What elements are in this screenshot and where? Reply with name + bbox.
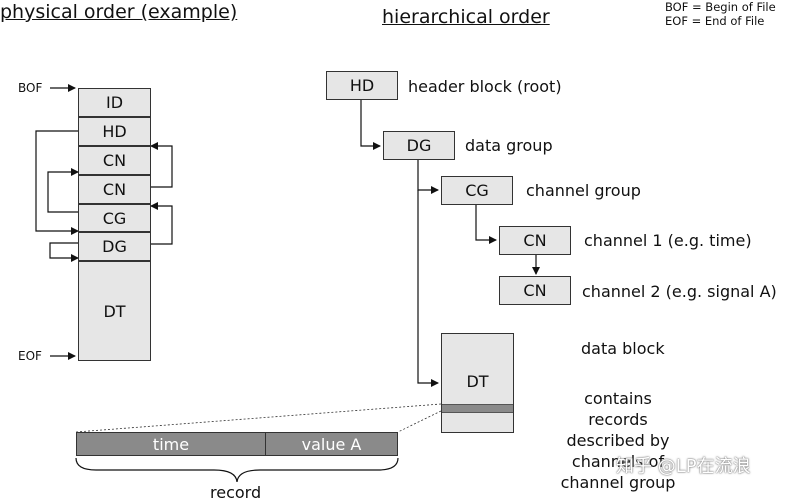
hierarchy-dg-box: DG (383, 131, 455, 160)
link-cn-to-cn (150, 142, 173, 188)
link-cg-to-cn (47, 168, 79, 213)
physical-order-heading: physical order (example) (0, 1, 238, 23)
link-dg-to-cg (49, 242, 79, 262)
tree-dg-cg (417, 160, 439, 194)
stack-cell-dt: DT (78, 261, 151, 361)
stack-cell-cn-1: CN (78, 146, 151, 175)
stack-cell-cg: CG (78, 204, 151, 232)
hierarchy-cg-box: CG (441, 176, 513, 205)
hierarchy-cg-desc: channel group (526, 181, 641, 200)
tree-dg-dt (417, 190, 439, 387)
projection-line-right (397, 410, 442, 433)
projection-line-left (75, 403, 442, 433)
legend-bof: BOF = Begin of File (665, 0, 776, 14)
tree-cg-cn1 (475, 205, 497, 244)
hierarchy-dt-desc: data block (581, 339, 665, 358)
legend: BOF = Begin of File EOF = End of File (665, 0, 776, 28)
dt-record-stripe (442, 404, 513, 413)
stack-cell-cn-2: CN (78, 175, 151, 204)
hierarchy-cn1-desc: channel 1 (e.g. time) (584, 231, 752, 250)
link-hd-to-dg (35, 130, 79, 235)
hierarchy-hd-box: HD (326, 71, 398, 100)
stack-cell-dg: DG (78, 232, 151, 261)
eof-label: EOF (18, 349, 42, 363)
record-time-cell: time (76, 432, 266, 456)
record-label: record (210, 483, 262, 502)
watermark: 知乎 @LP在流浪 (616, 456, 751, 477)
dt-caption: contains records described by channels o… (560, 389, 676, 492)
hierarchy-dt-box: DT (441, 333, 514, 433)
hierarchy-cn1-box: CN (499, 226, 571, 255)
bof-label: BOF (18, 81, 43, 95)
hierarchy-dt-label: DT (466, 372, 489, 391)
tree-hd-dg (360, 100, 381, 150)
hierarchical-order-heading: hierarchical order (382, 6, 550, 28)
record-brace (75, 457, 399, 483)
hierarchy-cn2-desc: channel 2 (e.g. signal A) (582, 282, 777, 301)
hierarchy-hd-desc: header block (root) (408, 77, 562, 96)
link-dg-to-dt (150, 202, 173, 245)
hierarchy-cn2-box: CN (499, 276, 571, 305)
hierarchy-dg-desc: data group (465, 136, 553, 155)
stack-cell-hd: HD (78, 117, 151, 146)
record-value-cell: value A (265, 432, 398, 456)
legend-eof: EOF = End of File (665, 14, 765, 28)
stack-cell-id: ID (78, 88, 151, 117)
